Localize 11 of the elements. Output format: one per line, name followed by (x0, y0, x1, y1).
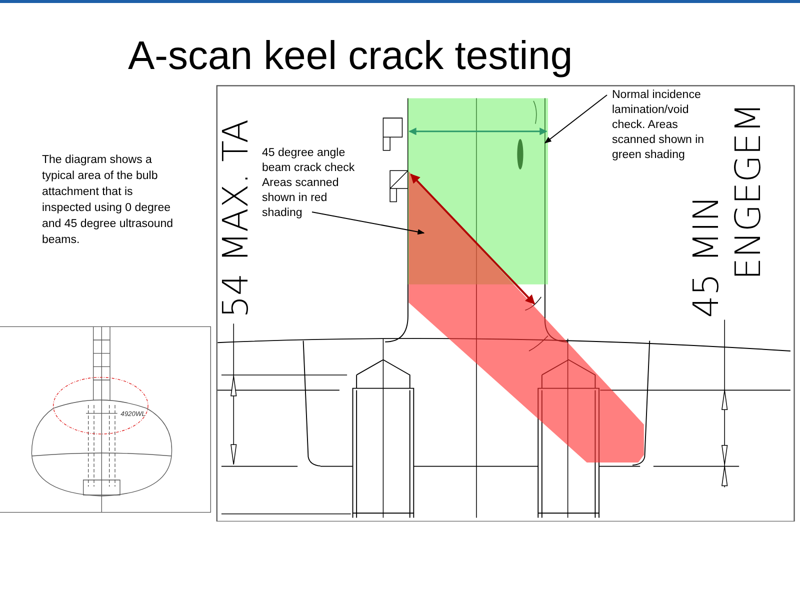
slide-title: A-scan keel crack testing (128, 34, 573, 78)
callout-text: Normal incidence lamination/void check. Areas scanned shown in green shading (612, 88, 716, 163)
dimension-label: 45 MIN (687, 196, 728, 318)
leader-line (544, 94, 608, 144)
description-text: The diagram shows a typical area of the bulb attachment that is inspected using 0 degree and 45 degree ultrasound beams. (42, 153, 174, 248)
scan-area (408, 98, 548, 284)
callout-text: 45 degree angle beam crack check Areas scanned shown in red shading (262, 146, 368, 221)
dimension-label: 54 MAX. TA (216, 119, 256, 318)
dimension-label: ENGEGEM (729, 102, 769, 280)
leader-line (312, 212, 425, 235)
scan-area (408, 171, 644, 462)
